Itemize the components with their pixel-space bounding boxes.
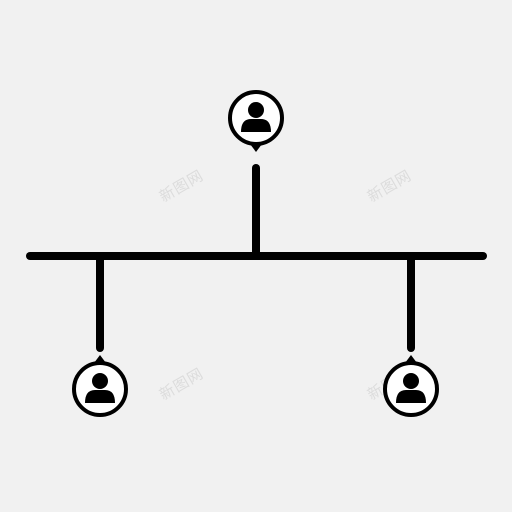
watermark-text: 新图网 [156, 166, 207, 206]
connector-lines [26, 164, 487, 352]
node-pointer [94, 355, 106, 363]
node-pointer [250, 144, 262, 152]
user-avatar-icon [85, 373, 115, 403]
user-avatar-icon [396, 373, 426, 403]
watermark-layer: 新图网 新图网 新图网 新图网 [156, 166, 415, 404]
node-pointer [405, 355, 417, 363]
watermark-text: 新图网 [364, 166, 415, 206]
top-node [228, 90, 284, 152]
bottom-left-node [72, 355, 128, 417]
bottom-right-node [383, 355, 439, 417]
watermark-text: 新图网 [156, 364, 207, 404]
user-avatar-icon [241, 102, 271, 132]
